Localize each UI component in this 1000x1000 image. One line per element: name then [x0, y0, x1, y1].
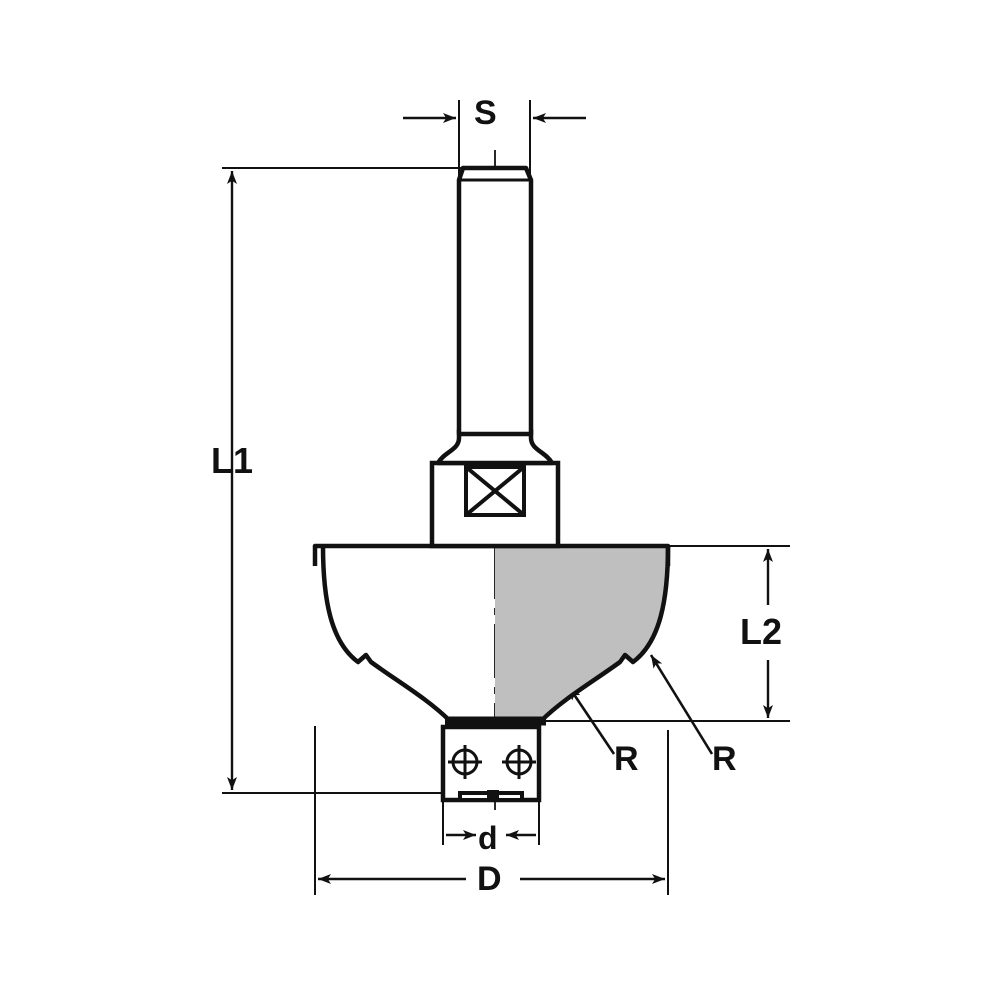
extension-lines — [222, 100, 790, 895]
collar-cross-mark — [464, 465, 526, 517]
dimension-label-overall-length: L1 — [211, 440, 254, 481]
neck-transition — [435, 427, 555, 466]
body-top-edges — [312, 546, 671, 566]
collar-body — [429, 460, 561, 549]
leader-line-radius-lower — [567, 686, 616, 755]
dimension-label-shank-diameter: S — [474, 94, 497, 132]
dimension-label-radius-lower: R — [614, 740, 639, 778]
dimension-label-radius-upper: R — [712, 740, 737, 778]
bearing-screw-head — [487, 790, 499, 801]
leader-line-radius-upper — [649, 654, 714, 755]
shank-body — [456, 165, 534, 437]
dimension-label-cutting-length: L2 — [740, 611, 783, 652]
radius-leader-lines — [567, 654, 714, 755]
dimension-lines — [227, 113, 773, 884]
dimension-label-cutting-diameter: D — [477, 860, 502, 898]
dimension-label-bearing-diameter: d — [478, 820, 498, 856]
ogee-profile-shaded-region — [495, 546, 668, 721]
bearing-race-symbols — [448, 745, 536, 779]
